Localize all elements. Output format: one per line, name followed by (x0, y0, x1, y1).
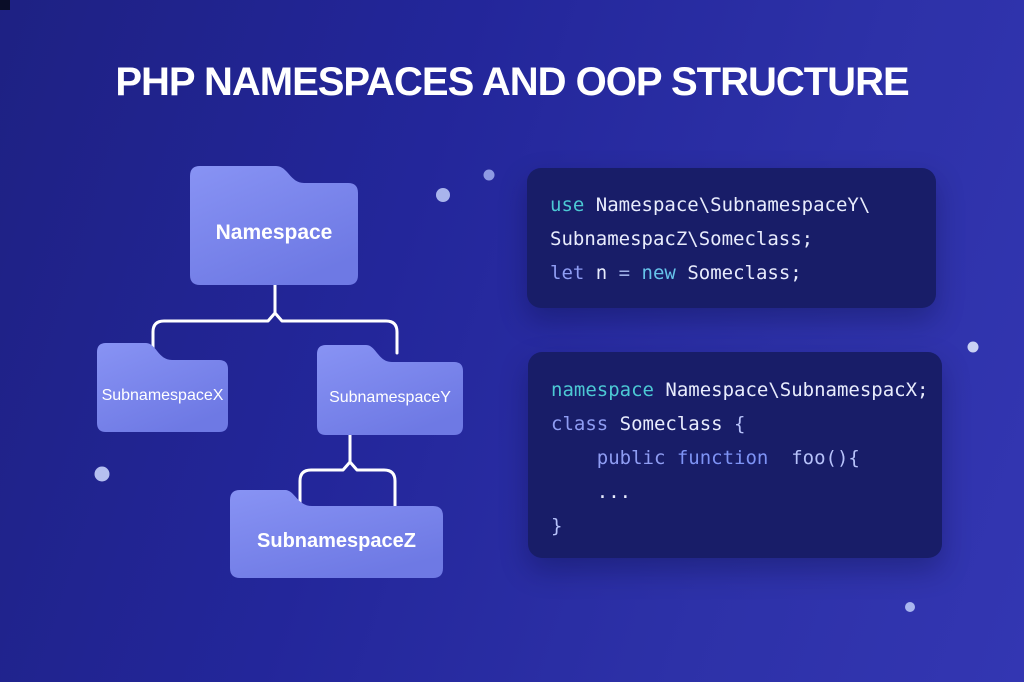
code-token: function (676, 447, 792, 469)
folder-subnamespace-y (317, 345, 463, 435)
code-line: } (551, 509, 942, 543)
code-token: = (618, 262, 642, 284)
decor-dots (94, 169, 979, 612)
code-line: namespace Namespace\SubnamespacX; (551, 373, 942, 407)
code-token: SubnamespacZ\Someclass; (550, 228, 814, 250)
code-token: Namespace\SubnamespaceY\ (595, 194, 871, 216)
code-token: foo(){ (791, 447, 860, 469)
decor-dot (905, 602, 915, 612)
code-token: ... (551, 481, 632, 503)
code-line: use Namespace\SubnamespaceY\ (550, 188, 936, 222)
tree-connectors (151, 283, 399, 511)
code-token: public (551, 447, 677, 469)
code-token: namespace (551, 379, 666, 401)
folder-subnamespace-x (97, 343, 228, 432)
code-token: Someclass; (687, 262, 802, 284)
code-line: public function foo(){ (551, 441, 942, 475)
folder-namespace (190, 166, 358, 285)
corner-mark (0, 0, 10, 10)
code-token: { (734, 413, 746, 435)
connector-root-branch (151, 311, 399, 355)
code-line: let n = new Someclass; (550, 256, 936, 290)
code-line: SubnamespacZ\Someclass; (550, 222, 936, 256)
code-block-use-statement: use Namespace\SubnamespaceY\ Subnamespac… (527, 168, 936, 308)
code-block-class-definition: namespace Namespace\SubnamespacX; class … (528, 352, 942, 558)
folder-label-subnamespace-y: SubnamespaceY (329, 388, 451, 406)
code-line: class Someclass { (551, 407, 942, 441)
folders (97, 166, 463, 578)
code-token: } (551, 515, 563, 537)
code-token: n (595, 262, 619, 284)
code-token: Namespace\SubnamespacX; (665, 379, 929, 401)
code-token: Someclass (619, 413, 735, 435)
folder-label-subnamespace-x: SubnamespaceX (101, 386, 224, 404)
decor-dot (94, 466, 110, 482)
connector-z-branch (298, 460, 397, 511)
decor-dot (483, 169, 495, 181)
code-line: ... (551, 475, 942, 509)
decor-dot (967, 341, 979, 353)
page-title: PHP NAMESPACES AND OOP STRUCTURE (115, 60, 909, 104)
code-token: use (550, 194, 596, 216)
folder-label-namespace: Namespace (215, 221, 333, 244)
code-token: class (551, 413, 620, 435)
code-token: let (550, 262, 596, 284)
code-token: new (641, 262, 688, 284)
folder-subnamespace-z (230, 490, 443, 578)
folder-label-subnamespace-z: SubnamespaceZ (257, 530, 416, 552)
decor-dot (436, 188, 450, 202)
